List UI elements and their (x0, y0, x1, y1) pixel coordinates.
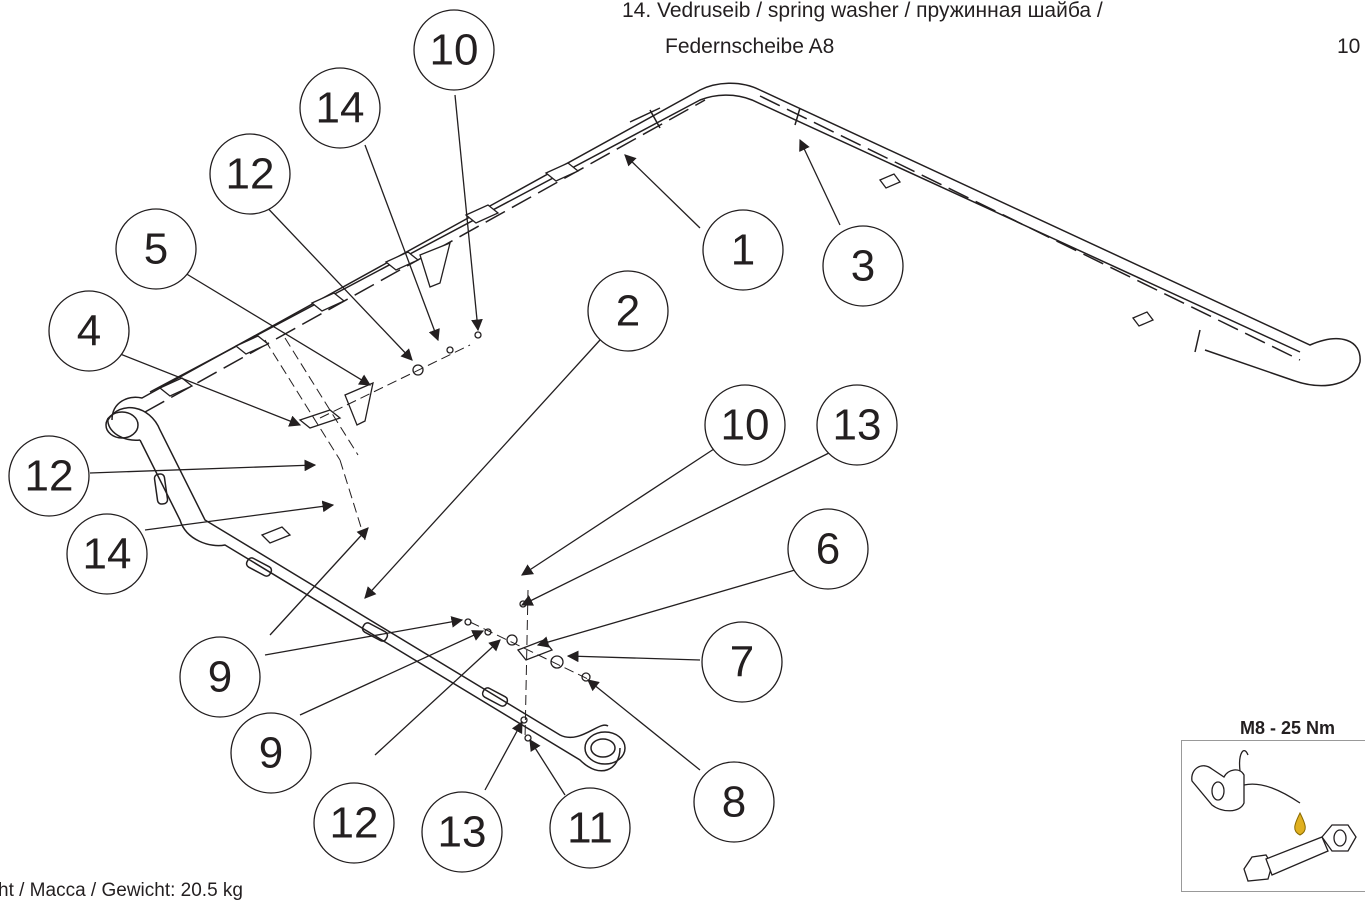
callout-label: 9 (259, 729, 283, 778)
lower-frame-tube (105, 406, 626, 772)
callout-4: 4 (48, 290, 130, 372)
callout-label: 14 (83, 530, 132, 579)
callout-2: 2 (587, 270, 669, 352)
weight-note: ht / Macca / Gewicht: 20.5 kg (0, 880, 243, 901)
callout-label: 11 (567, 804, 613, 853)
callout-8: 8 (693, 761, 775, 843)
callout-label: 12 (330, 799, 379, 848)
callout-14a: 14 (299, 67, 381, 149)
oil-drop-icon (1294, 811, 1306, 836)
callout-label: 1 (731, 226, 755, 275)
legend-note-qty: 10 (1337, 35, 1361, 58)
assembly-axes (264, 337, 591, 741)
callout-label: 13 (833, 401, 882, 450)
torque-illustration (1181, 740, 1365, 892)
callout-14b: 14 (66, 513, 148, 595)
callout-label: 5 (144, 225, 168, 274)
legend-note-line2: Federnscheibe A8 (665, 35, 835, 58)
legend-note-line1: 14. Vedruseib / spring washer / пружинна… (622, 0, 1103, 22)
upper-frame-tube (107, 82, 1361, 441)
callout-10b: 10 (704, 384, 786, 466)
callout-label: 3 (851, 242, 875, 291)
nut-icon (1321, 824, 1357, 852)
callout-12c: 12 (313, 782, 395, 864)
callout-1: 1 (702, 209, 784, 291)
callout-label: 8 (722, 778, 746, 827)
callout-12b: 12 (8, 435, 90, 517)
callout-label: 9 (208, 653, 232, 702)
callout-5: 5 (115, 208, 197, 290)
callout-label: 12 (226, 150, 275, 199)
callout-13b: 13 (421, 791, 503, 873)
torque-title: M8 - 25 Nm (1240, 718, 1336, 738)
callout-label: 10 (721, 401, 770, 450)
oil-can-icon (1191, 750, 1301, 812)
callout-label: 7 (730, 638, 754, 687)
callout-13a: 13 (816, 384, 898, 466)
callout-7: 7 (701, 621, 783, 703)
callout-3: 3 (822, 225, 904, 307)
bracket-parts (158, 162, 1155, 742)
callout-label: 6 (816, 525, 840, 574)
bolt-icon (1243, 836, 1329, 882)
callout-9a: 9 (179, 636, 261, 718)
callout-10a: 10 (413, 9, 495, 91)
callout-label: 2 (616, 287, 640, 336)
callout-label: 4 (77, 307, 101, 356)
callout-label: 14 (316, 84, 365, 133)
callout-label: 13 (438, 808, 487, 857)
callout-6: 6 (787, 508, 869, 590)
callout-9b: 9 (230, 712, 312, 794)
callout-label: 10 (430, 26, 479, 75)
callout-11: 11 (549, 787, 631, 869)
callout-label: 12 (25, 452, 74, 501)
callout-12a: 12 (209, 133, 291, 215)
leader-lines (89, 94, 841, 796)
callout-balloons: 1 2 3 4 5 6 7 8 9 9 10 10 11 12 12 12 13… (8, 9, 904, 873)
